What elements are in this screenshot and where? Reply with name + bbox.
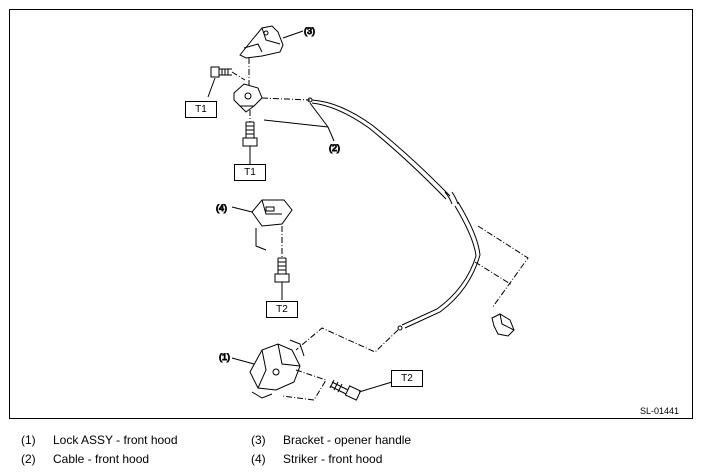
legend-item-2: (2) Cable - front hood (21, 452, 149, 466)
opener-handle-bracket (239, 25, 304, 59)
legend-number: (2) (21, 452, 36, 466)
bolt-striker (274, 257, 290, 283)
legend-number: (3) (251, 433, 266, 447)
torque-label-t1-lower: T1 (234, 164, 266, 181)
figure-id: SL-01441 (640, 406, 679, 416)
striker (251, 199, 293, 251)
bolt-lower (242, 121, 258, 147)
legend-label: Lock ASSY - front hood (53, 433, 178, 447)
bolt-lock (329, 379, 362, 401)
legend-label: Cable - front hood (53, 452, 150, 466)
bolt-upper (210, 66, 232, 78)
diagram-frame (9, 9, 693, 419)
callout-1: (1) (219, 352, 230, 362)
legend-item-1: (1) Lock ASSY - front hood (21, 433, 178, 447)
torque-label-t2-striker: T2 (266, 301, 298, 318)
legend-item-3: (3) Bracket - opener handle (251, 433, 411, 447)
legend-number: (1) (21, 433, 36, 447)
torque-label-t1-upper: T1 (185, 101, 217, 118)
cable-clip (491, 313, 515, 337)
legend-label: Bracket - opener handle (283, 433, 412, 447)
legend-number: (4) (251, 452, 266, 466)
legend-item-4: (4) Striker - front hood (251, 452, 382, 466)
torque-label-t2-lock: T2 (391, 370, 423, 387)
callout-4: (4) (216, 203, 227, 213)
legend-label: Striker - front hood (283, 452, 383, 466)
hood-lock-assembly (249, 339, 305, 399)
hood-cable (307, 97, 481, 331)
callout-3: (3) (304, 26, 315, 36)
cable-mount-bracket (233, 83, 263, 113)
callout-2: (2) (329, 143, 340, 153)
